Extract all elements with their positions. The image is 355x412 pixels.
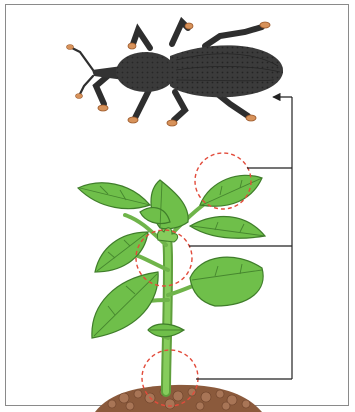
- weevil-antennae: [72, 48, 93, 94]
- leaf-top-left: [78, 183, 150, 209]
- leaf-lower-right: [190, 257, 263, 306]
- plant-illustration: [78, 175, 265, 392]
- soil-mound: [95, 385, 262, 412]
- weevil-illustration: [67, 22, 284, 126]
